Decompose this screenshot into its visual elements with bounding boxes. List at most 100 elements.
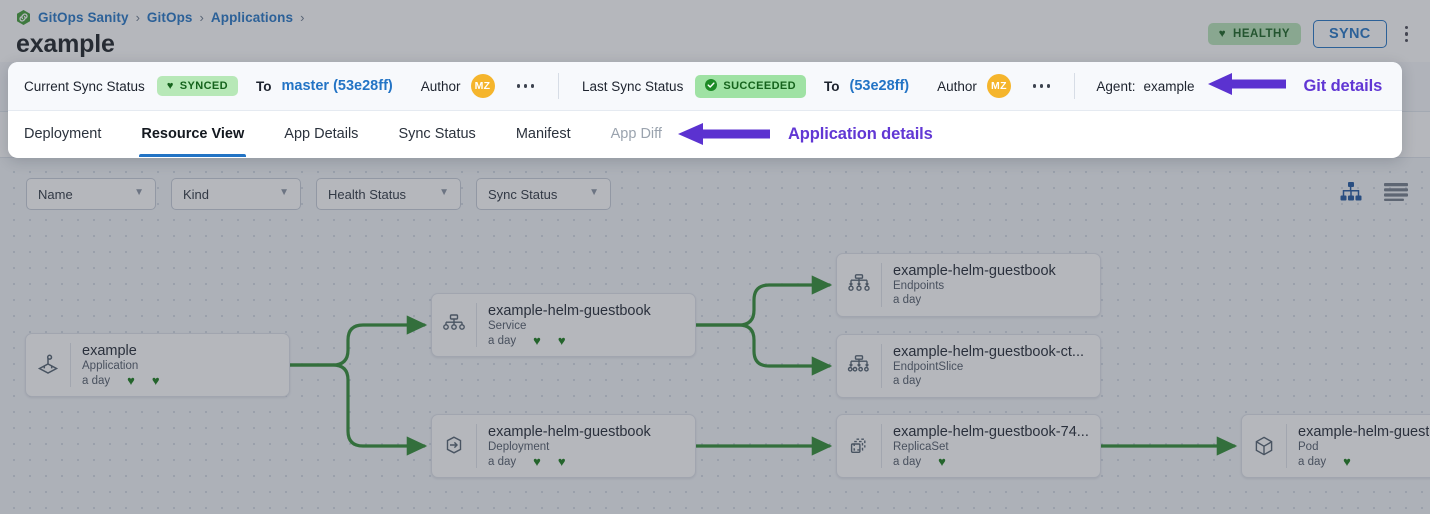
application-details-annotation: Application details [787,124,933,143]
current-sync-status-value: SYNCED [179,80,228,92]
graph-node-deployment[interactable]: example-helm-guestbook Deployment a day … [431,414,696,478]
spotlight-card: Current Sync Status ♥ SYNCED To master (… [8,62,1402,158]
application-icon [26,334,70,396]
node-body: example-helm-guest Pod a day ♥ [1287,415,1430,477]
sync-heart-icon: ♥ [557,333,566,348]
current-to-label: To [256,78,272,94]
divider [558,73,560,99]
tab-deployment[interactable]: Deployment [24,126,102,142]
breadcrumb-separator: › [300,10,305,25]
node-age: a day [893,375,922,387]
node-age: a day [1298,455,1327,468]
filter-sync-status-label: Sync Status [488,186,558,202]
heart-icon: ♥ [1218,28,1227,40]
node-title: example-helm-guestbook-ct... [893,344,1084,360]
chevron-down-icon: ▼ [589,187,599,198]
graph-node-endpointslice[interactable]: example-helm-guestbook-ct... EndpointSli… [836,334,1101,398]
filter-health-status-select[interactable]: Health Status ▼ [316,178,461,210]
last-sync-more-icon[interactable] [1032,84,1051,88]
node-age: a day [893,455,922,468]
last-sync-status-label: Last Sync Status [582,78,684,94]
node-body: example-helm-guestbook Deployment a day … [477,415,661,477]
last-sync-status-chip: SUCCEEDED [695,74,806,98]
node-divider [1286,424,1287,468]
node-meta: a day ♥ [1298,455,1429,468]
filter-sync-status-select[interactable]: Sync Status ▼ [476,178,611,210]
breadcrumb-separator: › [135,10,140,25]
annotation-arrow-left-icon [677,111,770,157]
filter-health-status-label: Health Status [328,186,407,202]
current-sync-status-chip: ♥ SYNCED [156,76,238,96]
service-icon [432,294,476,356]
last-author-label: Author [937,78,977,94]
node-kind: Pod [1298,441,1319,453]
breadcrumb-item-gitops-sanity[interactable]: GitOps Sanity [38,10,129,25]
node-age: a day [488,455,517,468]
page-header: GitOps Sanity › GitOps › Applications › … [0,0,1430,62]
node-divider [70,343,71,387]
chevron-down-icon: ▼ [439,187,449,198]
avatar: MZ [986,74,1011,98]
avatar: MZ [470,74,495,98]
last-revision-link[interactable]: (53e28ff) [849,78,910,94]
node-age: a day [893,294,922,306]
sync-heart-icon: ♥ [151,373,160,388]
node-age: a day [488,334,517,347]
tab-sync-status[interactable]: Sync Status [398,126,476,142]
node-age: a day [82,374,111,387]
health-badge-label: HEALTHY [1233,28,1290,40]
node-meta: a day [893,375,1084,387]
current-revision-link[interactable]: master (53e28ff) [281,78,393,94]
graph-node-replicaset[interactable]: example-helm-guestbook-74... ReplicaSet … [836,414,1101,478]
sync-status-bar: Current Sync Status ♥ SYNCED To master (… [8,62,1402,111]
kebab-menu-icon[interactable] [1399,22,1415,47]
filter-bar: Name ▼ Kind ▼ Health Status ▼ Sync Statu… [26,178,611,210]
view-mode-toggles [1340,182,1408,206]
tab-manifest[interactable]: Manifest [515,126,571,142]
breadcrumb-item-gitops[interactable]: GitOps [146,10,193,25]
node-body: example-helm-guestbook-ct... EndpointSli… [882,335,1094,397]
tab-app-diff: App Diff [610,126,662,142]
tab-app-details[interactable]: App Details [284,126,359,142]
gitops-logo-icon [16,9,31,26]
breadcrumb-separator: › [199,10,204,25]
node-meta: a day ♥ [893,455,1089,468]
header-actions: ♥ HEALTHY SYNC [1207,20,1415,48]
health-heart-icon: ♥ [938,454,946,469]
pod-icon [1242,415,1286,477]
sync-button[interactable]: SYNC [1313,20,1387,48]
endpointslice-icon [837,335,881,397]
graph-node-application[interactable]: example Application a day ♥ ♥ [25,333,290,397]
tree-view-icon[interactable] [1340,182,1362,206]
node-divider [881,424,882,468]
heart-icon: ♥ [166,80,174,92]
filter-kind-select[interactable]: Kind ▼ [171,178,301,210]
filter-name-select[interactable]: Name ▼ [26,178,156,210]
deployment-icon [432,415,476,477]
replicaset-icon [837,415,881,477]
node-title: example-helm-guestbook [488,303,651,319]
graph-node-endpoints[interactable]: example-helm-guestbook Endpoints a day [836,253,1101,317]
current-author-label: Author [420,78,461,94]
chevron-down-icon: ▼ [134,187,144,198]
node-meta: a day ♥ ♥ [82,374,160,387]
breadcrumb-item-applications[interactable]: Applications [210,10,294,25]
health-heart-icon: ♥ [127,373,135,388]
node-meta: a day ♥ ♥ [488,455,651,468]
chevron-down-icon: ▼ [279,187,289,198]
list-view-icon[interactable] [1384,182,1408,206]
tab-resource-view[interactable]: Resource View [139,111,247,157]
current-sync-more-icon[interactable] [516,84,535,88]
page-title: example [16,30,115,58]
last-sync-status-value: SUCCEEDED [723,80,796,92]
node-meta: a day [893,294,1056,306]
endpoints-icon [837,254,881,316]
agent-value: example [1143,78,1195,94]
node-body: example-helm-guestbook Endpoints a day [882,254,1066,316]
node-divider [476,424,477,468]
node-meta: a day ♥ ♥ [488,334,651,347]
graph-node-pod[interactable]: example-helm-guest Pod a day ♥ [1241,414,1430,478]
graph-node-service[interactable]: example-helm-guestbook Service a day ♥ ♥ [431,293,696,357]
health-heart-icon: ♥ [533,454,541,469]
node-kind: ReplicaSet [893,441,949,453]
